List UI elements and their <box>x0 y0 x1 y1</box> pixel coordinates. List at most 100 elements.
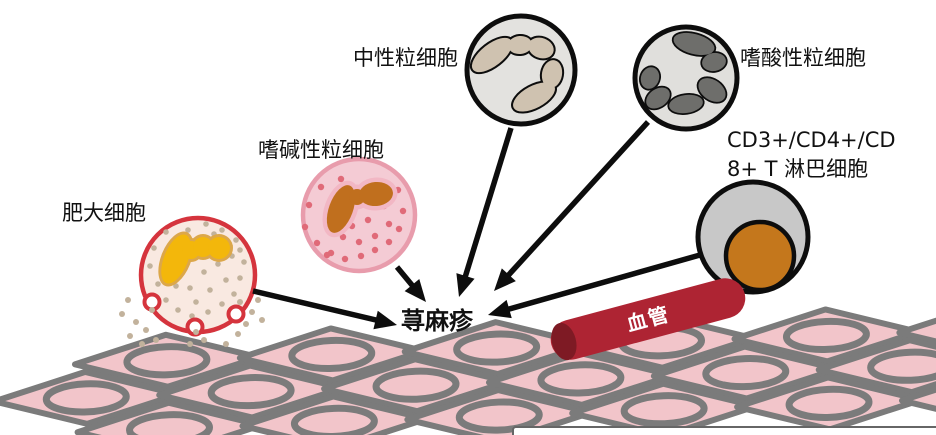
basophil-granule <box>385 238 393 246</box>
basophil-granule <box>313 239 321 247</box>
basophil-granule <box>305 201 313 209</box>
eosinophil-nucleus <box>646 87 670 109</box>
basophil-granule <box>337 175 345 183</box>
mast-released-granule <box>201 337 207 343</box>
mast-granule <box>233 237 239 243</box>
mast-cell-label: 肥大细胞 <box>62 201 146 225</box>
tissue-cell-nucleus <box>702 354 790 391</box>
info-box-border <box>512 426 936 435</box>
mast-granule <box>219 227 225 233</box>
arrow-line <box>500 120 651 284</box>
basophil-granule <box>301 223 309 231</box>
tissue-cell-nucleus <box>867 348 936 384</box>
arrow-line <box>460 127 514 286</box>
mast-granule <box>237 275 243 281</box>
arrow-line <box>252 288 385 325</box>
mast-granule <box>205 309 211 315</box>
mast-granule <box>241 259 247 265</box>
basophil-cell-icon <box>300 156 418 274</box>
vessel-end-cap <box>551 322 577 361</box>
mast-nucleus <box>193 237 213 257</box>
tissue-cell-nucleus <box>620 392 708 428</box>
tissue-cell-nucleus <box>372 367 460 403</box>
mast-granule <box>231 291 237 297</box>
neutrophil-cell-icon <box>464 13 578 127</box>
arrow-head <box>373 310 397 330</box>
basophil-granule <box>339 233 347 241</box>
mast-granule <box>207 287 213 293</box>
t-lymphocyte-cell-icon <box>695 179 811 295</box>
mast-released-granule <box>149 307 155 313</box>
mast-released-granule <box>119 311 125 317</box>
mast-granule <box>185 227 191 233</box>
mast-released-granule <box>243 321 249 327</box>
basophil-granule <box>341 255 349 263</box>
mast-cell-icon <box>119 215 265 347</box>
mast-granule <box>175 307 181 313</box>
arrow-line <box>499 252 701 315</box>
mast-released-granule <box>143 327 149 333</box>
mast-granule <box>187 285 193 291</box>
mast-granule <box>147 263 153 269</box>
tissue-cell-nucleus <box>123 343 211 379</box>
basophil-nucleus <box>359 181 393 207</box>
mast-nucleus <box>208 237 230 259</box>
mast-released-granule <box>193 329 199 335</box>
neutrophil-nucleus <box>541 60 563 88</box>
mast-released-granule <box>259 317 265 323</box>
arrow-head <box>456 273 475 297</box>
neutrophil-nucleus <box>508 35 532 55</box>
urticaria-label: 荨麻疹 <box>401 307 473 335</box>
basophil-granule <box>364 216 372 224</box>
basophil-label: 嗜碱性粒细胞 <box>258 138 384 162</box>
mast-granule <box>219 301 225 307</box>
mast-released-granule <box>235 331 241 337</box>
tissue-cell-nucleus <box>288 336 376 373</box>
mast-released-granule <box>125 297 131 303</box>
neutrophil-nucleus <box>528 37 554 59</box>
tissue-cell-nucleus <box>785 385 873 421</box>
mast-granule <box>201 269 207 275</box>
mast-granule <box>189 313 195 319</box>
tissue-cell-nucleus <box>453 330 541 366</box>
mast-granule <box>203 221 209 227</box>
eosinophil-nucleus <box>698 78 726 102</box>
mast-granule <box>173 283 179 289</box>
mast-granule <box>215 261 221 267</box>
t-cell-label-line1: CD3+/CD4+/CD <box>727 128 896 152</box>
basophil-granule <box>371 246 379 254</box>
mast-released-granule <box>249 309 255 315</box>
basophil-nucleus <box>326 185 356 233</box>
arrow-head <box>488 299 512 319</box>
tissue-cell-nucleus <box>782 317 870 354</box>
mast-released-granule <box>237 299 243 305</box>
mast-released-granule <box>133 319 139 325</box>
eosinophil-label: 嗜酸性粒细胞 <box>740 46 866 70</box>
eosinophil-nucleus <box>640 67 660 89</box>
basophil-granule <box>357 252 365 260</box>
basophil-granule <box>371 232 379 240</box>
mast-released-granule <box>187 341 193 347</box>
mast-granule <box>151 245 157 251</box>
arrow-icon <box>252 120 701 330</box>
t-cell-label-line2: 8+ T 淋巴细胞 <box>727 157 869 181</box>
mast-granule <box>193 299 199 305</box>
basophil-granule <box>317 183 325 191</box>
mast-released-granule <box>127 333 133 339</box>
tissue-cell-nucleus <box>207 373 295 410</box>
tissue-cell-nucleus <box>537 361 625 397</box>
eosinophil-nucleus <box>702 52 726 72</box>
mast-granule <box>237 247 243 253</box>
mast-granule <box>155 281 161 287</box>
arrow-head <box>494 268 516 291</box>
skin-tissue-mesh-icon <box>0 300 936 435</box>
eosinophil-nucleus <box>673 32 715 56</box>
tissue-cell-nucleus <box>42 380 130 416</box>
basophil-granule <box>395 225 403 233</box>
mast-granule <box>163 297 169 303</box>
basophil-granule <box>385 220 393 228</box>
neutrophil-nucleus <box>513 82 555 112</box>
mast-degranulation-notch <box>226 304 246 324</box>
